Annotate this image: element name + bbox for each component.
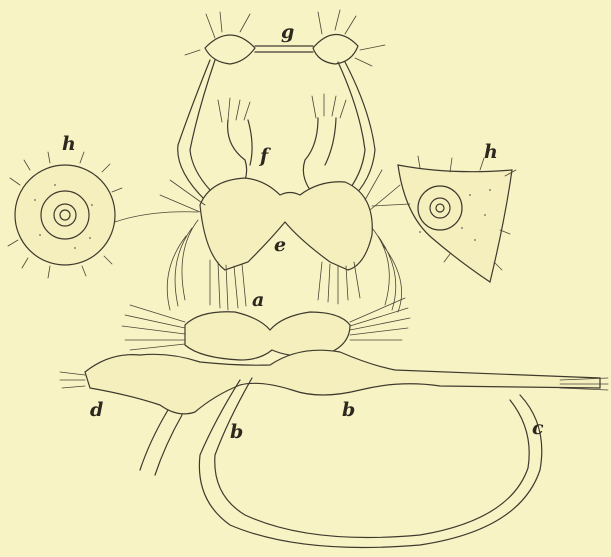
label-c: c (532, 417, 544, 439)
loop-b-c-d (60, 350, 608, 547)
label-h-left: h (62, 133, 76, 155)
label-a: a (252, 289, 264, 311)
label-g: g (281, 21, 294, 43)
processes-f (218, 94, 346, 190)
label-f: f (258, 145, 271, 167)
label-h-right: h (484, 141, 498, 163)
label-d: d (90, 399, 103, 421)
cell-h-left (8, 152, 198, 278)
label-b-lower: b (230, 421, 243, 443)
label-e: e (274, 234, 286, 256)
cell-h-right (372, 156, 516, 282)
label-b-center: b (342, 399, 355, 421)
cell-a (122, 298, 410, 360)
